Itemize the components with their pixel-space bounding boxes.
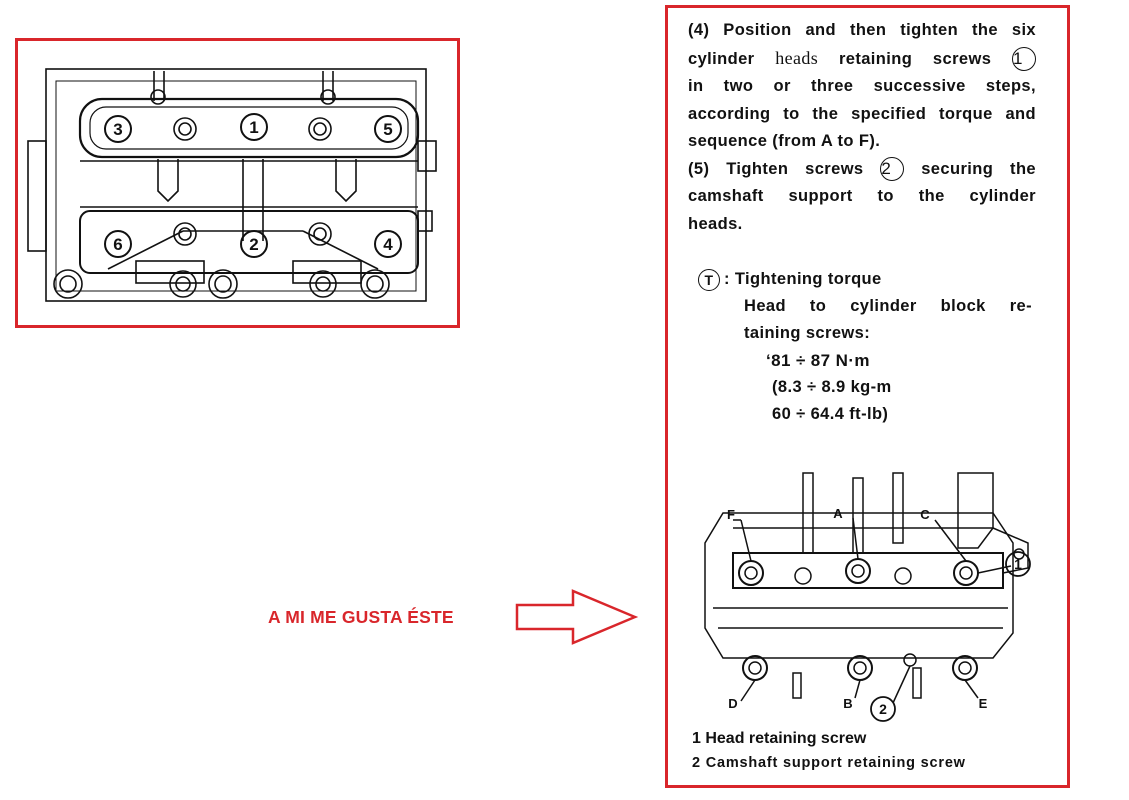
bolt-label-F: F <box>727 507 735 522</box>
step4-line2: cylinder heads retaining screws 1 <box>688 45 1037 74</box>
bolt-label-B: B <box>843 696 852 711</box>
bolt-label-6: 6 <box>113 235 122 254</box>
marker-1-icon: 1 <box>1012 47 1037 72</box>
right-arrow-icon <box>515 589 639 645</box>
comment-text: A MI ME GUSTA ÉSTE <box>268 607 454 627</box>
torque-spec-block: T: Tightening torque Head to cylinder bl… <box>698 266 1032 428</box>
torque-line1: Head to cylinder block re- <box>744 297 1032 315</box>
instructions-block: (4) Position and then tighten the six cy… <box>688 17 1037 238</box>
bolt-label-D: D <box>728 696 737 711</box>
torque-title: T: Tightening torque <box>698 266 1032 293</box>
left-diagram-frame: 3 1 5 6 2 4 <box>15 38 460 328</box>
bolt-label-E: E <box>979 696 988 711</box>
step5-line3: heads. <box>688 214 743 233</box>
cylinder-head-perspective-drawing: F A C D B E 1 2 <box>704 472 1031 722</box>
step4-line4: according to the specified torque and <box>688 104 1036 123</box>
callout-label-1: 1 <box>1014 556 1022 572</box>
step4-line3: in two or three successive steps, <box>688 77 1036 95</box>
legend-item-1: 1 Head retaining screw <box>692 730 867 747</box>
manual-page-frame: (4) Position and then tighten the six cy… <box>665 5 1070 788</box>
bolt-label-3: 3 <box>113 120 122 139</box>
torque-ftlb: 60 ÷ 64.4 ft-lb) <box>772 405 889 423</box>
step4-line5: sequence (from A to F). <box>688 132 881 150</box>
legend-item-2: 2 Camshaft support retaining screw <box>692 755 966 771</box>
torque-kgm: (8.3 ÷ 8.9 kg-m <box>772 378 892 396</box>
marker-2-icon: 2 <box>880 157 905 182</box>
torque-line2: taining screws: <box>744 324 871 342</box>
bolt-label-1: 1 <box>249 118 258 137</box>
bolt-label-5: 5 <box>383 120 392 139</box>
torque-t-icon: T <box>698 268 720 291</box>
cylinder-head-top-view-drawing: 3 1 5 6 2 4 <box>27 68 437 302</box>
step4-line1: (4) Position and then tighten the six <box>688 21 1036 39</box>
bolt-label-2: 2 <box>249 235 258 254</box>
torque-nm: ‘81 ÷ 87 N·m <box>766 351 870 370</box>
step5-line1: (5) Tighten screws 2 securing the <box>688 156 1036 184</box>
step5-line2: camshaft support to the cylinder <box>688 187 1036 205</box>
bolt-label-4: 4 <box>383 235 393 254</box>
bolt-label-A: A <box>833 506 843 521</box>
bolt-label-C-top: C <box>920 507 930 522</box>
callout-label-2: 2 <box>879 701 887 717</box>
